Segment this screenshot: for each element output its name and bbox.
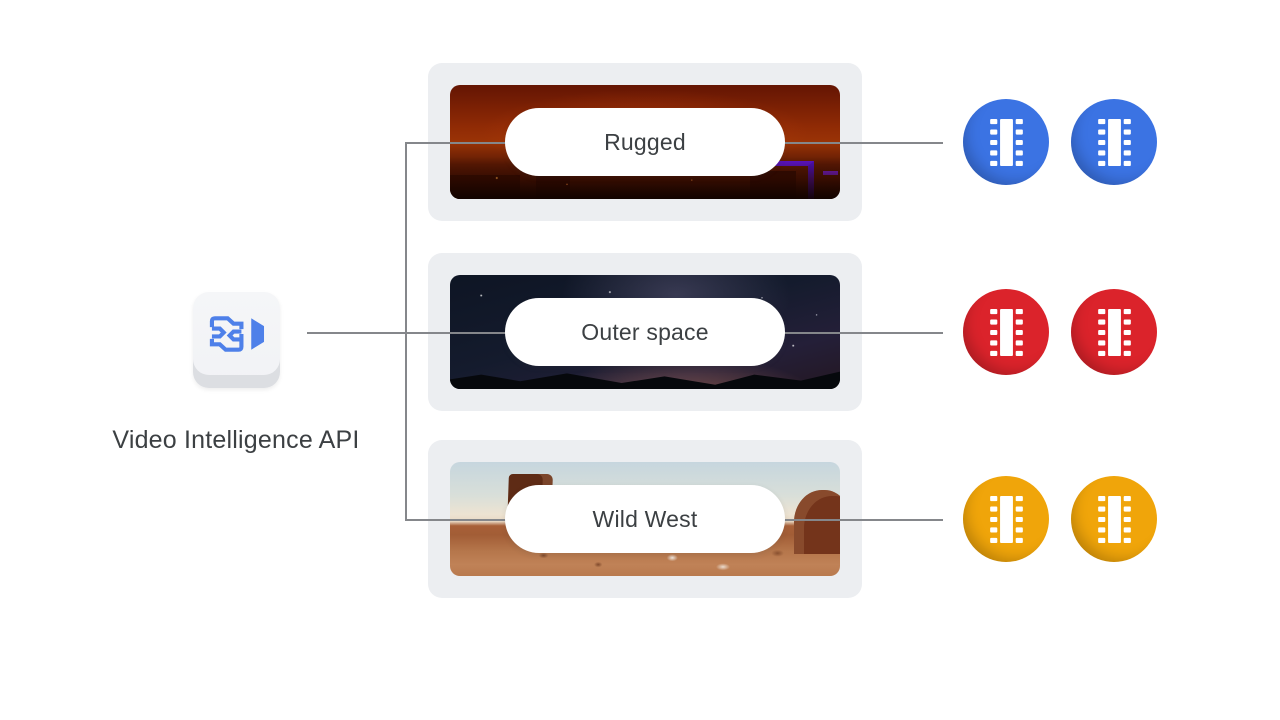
category-label: Wild West xyxy=(592,505,698,532)
video-file-rugged-1 xyxy=(963,99,1049,185)
video-file-outer-space-1 xyxy=(963,289,1049,375)
connector-trunk xyxy=(405,142,407,521)
category-pill-wild-west: Wild West xyxy=(505,485,785,553)
film-strip-icon xyxy=(990,119,1023,166)
scene-image-rugged xyxy=(450,85,840,199)
video-intelligence-icon xyxy=(209,316,265,352)
film-strip-icon xyxy=(1098,309,1131,356)
category-label: Outer space xyxy=(581,318,709,345)
film-strip-icon xyxy=(1098,496,1131,543)
film-strip-icon xyxy=(990,496,1023,543)
film-strip-icon xyxy=(990,309,1023,356)
neon-sign-dash xyxy=(823,171,838,175)
category-pill-outer-space: Outer space xyxy=(505,298,785,366)
video-file-rugged-2 xyxy=(1071,99,1157,185)
video-file-wild-west-1 xyxy=(963,476,1049,562)
rock-formation xyxy=(794,490,840,554)
neon-sign xyxy=(772,161,814,199)
video-intelligence-api-node xyxy=(193,292,280,388)
film-strip-icon xyxy=(1098,119,1131,166)
category-card-rugged: Rugged xyxy=(428,63,862,221)
building-silhouette xyxy=(450,175,520,199)
category-pill-rugged: Rugged xyxy=(505,108,785,176)
api-label: Video Intelligence API xyxy=(112,426,360,454)
category-label: Rugged xyxy=(604,128,686,155)
video-file-outer-space-2 xyxy=(1071,289,1157,375)
video-file-wild-west-2 xyxy=(1071,476,1157,562)
